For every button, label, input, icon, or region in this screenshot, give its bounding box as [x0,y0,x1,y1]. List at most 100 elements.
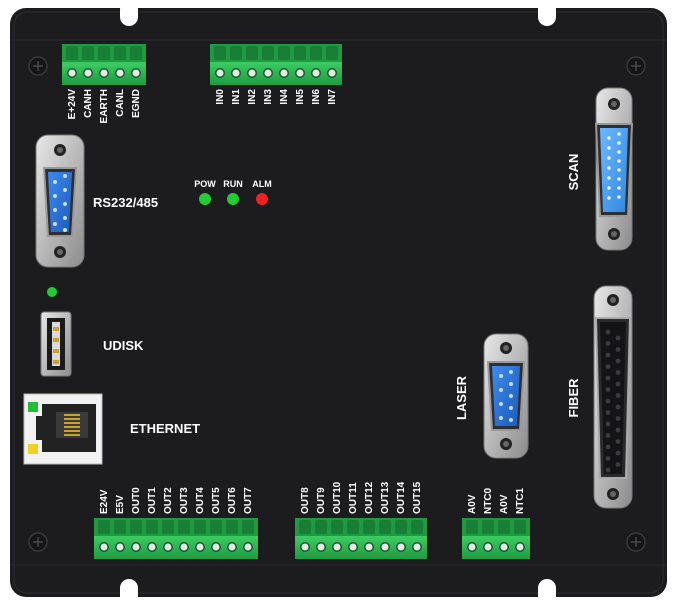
fiber-pin [615,450,621,456]
run-led-label: RUN [223,179,243,189]
terminal-pin-label: EGND [131,89,142,118]
terminal-pin-label: OUT5 [211,487,222,514]
terminal-slot [242,520,254,534]
fiber-pin [605,341,611,346]
ethernet-link-led [28,402,38,412]
terminal-slot [146,520,158,534]
terminal-pin-label: A0V [499,494,510,514]
terminal-slot [214,46,226,60]
terminal-pin-label: OUT6 [227,487,238,514]
fiber-pin [605,421,611,427]
terminal-pin-label: OUT10 [332,481,343,514]
fiber-pin [605,364,611,369]
fiber-pin [615,404,621,410]
terminal-slot [395,520,407,534]
terminal-pin-label: OUT7 [243,487,254,514]
fiber-pin [615,347,621,352]
run-led [227,193,239,205]
terminal-slot [498,520,510,534]
terminal-pin-label: IN2 [247,89,258,105]
terminal-slot [299,520,311,534]
alm-led [256,193,268,205]
ethernet-label: ETHERNET [130,421,200,436]
terminal-slot [514,520,526,534]
terminal-slot [114,46,126,60]
fiber-pin [605,433,611,438]
laser-port[interactable] [483,333,529,459]
ethernet-port[interactable] [23,393,103,465]
terminal-slot [278,46,290,60]
terminal-slot [130,520,142,534]
udisk-label: UDISK [103,338,144,353]
terminal-pin-label: OUT2 [163,487,174,514]
alm-led-label: ALM [252,179,272,189]
fiber-pin [605,467,611,473]
fiber-label: FIBER [566,378,581,418]
fiber-pin [615,370,621,375]
rs232-port[interactable] [35,134,85,268]
terminal-slot [363,520,375,534]
terminal-pin-label: OUT1 [147,487,158,514]
terminal-slot [194,520,206,534]
scan-port[interactable] [594,87,634,251]
terminal-pin-label: IN6 [311,89,322,105]
terminal-slot [310,46,322,60]
terminal-slot [98,520,110,534]
terminal-slot [162,520,174,534]
terminal-slot [466,520,478,534]
terminal-pin-label: OUT15 [412,481,423,514]
rs232-label: RS232/485 [93,195,158,210]
terminal-pin-label: IN0 [215,89,226,105]
fiber-pin [605,398,611,404]
terminal-pin-label: OUT13 [380,481,391,514]
terminal-slot [98,46,110,60]
fiber-pin [615,393,621,398]
scan-label: SCAN [566,154,581,191]
terminal-pin-label: E24V [99,489,110,514]
fiber-pin [615,358,621,364]
terminal-slot [82,46,94,60]
terminal-slot [294,46,306,60]
laser-label: LASER [454,375,469,420]
terminal-slot [210,520,222,534]
fiber-pin [615,439,621,444]
terminal-pin-label: OUT3 [179,487,190,514]
terminal-pin-label: OUT4 [195,487,206,514]
terminal-pin-label: OUT11 [348,482,359,514]
pow-led-label: POW [194,179,216,189]
terminal-pin-label: OUT9 [316,487,327,514]
terminal-pin-label: OUT8 [300,487,311,514]
terminal-slot [230,46,242,60]
terminal-slot [66,46,78,60]
ethernet-activity-led [28,444,38,454]
usb-port[interactable] [40,311,72,377]
fiber-pin [605,375,611,381]
fiber-pin [605,410,611,415]
terminal-slot [331,520,343,534]
terminal-pin-label: NTC1 [515,487,526,514]
terminal-slot [178,520,190,534]
pow-led [199,193,211,205]
fiber-pin [605,352,611,358]
terminal-slot [379,520,391,534]
terminal-slot [315,520,327,534]
terminal-pin-label: IN5 [295,89,306,105]
terminal-slot [246,46,258,60]
terminal-pin-label: NTC0 [483,487,494,514]
terminal-pin-label: CANH [83,89,94,118]
fiber-port[interactable] [593,285,633,509]
fiber-pin [605,456,611,461]
fiber-pin [605,444,611,450]
terminal-pin-label: CANL [115,89,126,117]
terminal-pin-label: IN3 [263,89,274,105]
terminal-slot [262,46,274,60]
terminal-slot [114,520,126,534]
terminal-pin-label: E+24V [67,89,78,120]
terminal-pin-label: IN4 [279,89,290,105]
terminal-pin-label: OUT12 [364,481,375,514]
